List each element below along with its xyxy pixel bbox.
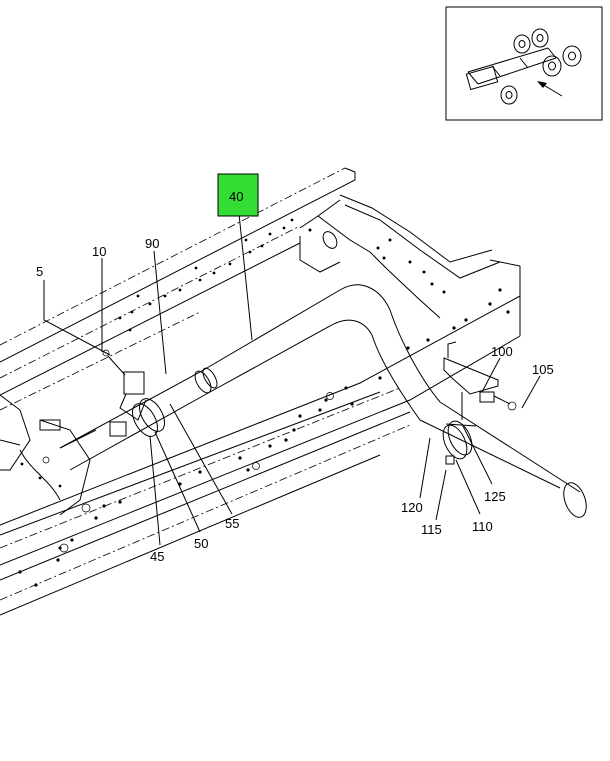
highlight-box-40 [217,173,259,217]
callout-5[interactable]: 5 [36,264,43,279]
callout-55[interactable]: 55 [225,516,239,531]
callout-115[interactable]: 115 [421,522,442,537]
callout-90[interactable]: 90 [145,236,159,251]
near-rail-holes [18,288,510,587]
callout-45[interactable]: 45 [150,549,164,564]
near-frame-rail [0,259,521,616]
far-rail-holes [118,218,294,332]
arrow-head-icon [537,81,547,88]
callout-120[interactable]: 120 [401,500,423,515]
right-hanger-bracket [442,341,517,465]
callout-125[interactable]: 125 [484,489,506,504]
callout-105[interactable]: 105 [532,362,554,377]
direction-arrow-icon [541,83,563,97]
callout-110[interactable]: 110 [472,519,493,534]
callout-100[interactable]: 100 [491,344,513,359]
callout-50[interactable]: 50 [194,536,208,551]
left-frame-section [0,394,91,516]
callout-40[interactable]: 40 [229,189,243,204]
locator-inset [445,6,603,121]
truck-locator-icon [465,28,582,105]
far-frame-rail [0,167,356,411]
crossmember [299,194,501,319]
clamp-assembly-left [39,349,165,449]
exhaust-pipe-part-40 [59,284,587,518]
leader-lines [43,203,541,546]
callout-10[interactable]: 10 [92,244,106,259]
